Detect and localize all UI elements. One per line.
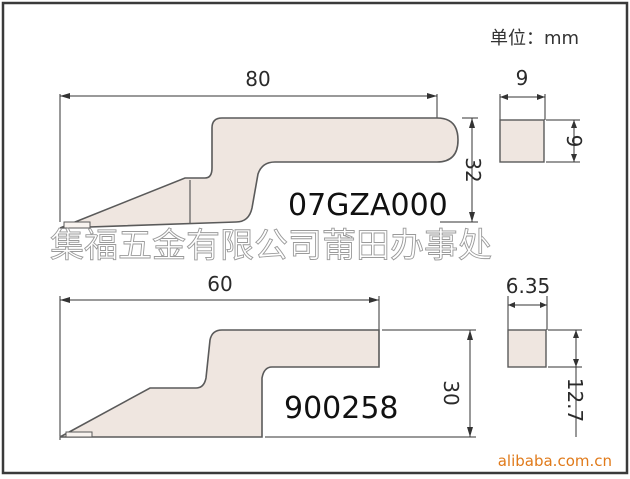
blade-1-section-arrow-top: [571, 120, 577, 128]
blade-2-section-arrow-bottom: [573, 359, 579, 367]
blade-2-code: 900258: [284, 391, 399, 426]
watermark: 集福五金有限公司莆田办事处: [50, 226, 492, 266]
blade-1-code: 07GZA000: [288, 188, 448, 223]
blade-1: 80 07GZA000 32 9 9: [59, 66, 586, 229]
blade-1-height-value: 32: [461, 157, 485, 182]
blade-2-length-arrow-right: [369, 297, 379, 303]
blade-1-tip: [63, 221, 91, 229]
blade-2-section-arrow-top: [573, 330, 579, 338]
blade-2-section-height-value: 12.7: [563, 378, 587, 423]
blade-2-tip: [65, 431, 93, 438]
blade-2-length-value: 60: [207, 272, 232, 296]
blade-2-body: [59, 329, 380, 438]
blade-2-width-arrow-right: [540, 302, 547, 308]
blade-2-height-value: 30: [439, 380, 463, 405]
blade-1-body: [59, 117, 459, 229]
blade-1-width-arrow-right: [537, 94, 545, 100]
blade-1-section-width-value: 9: [516, 66, 529, 90]
blade-2-length-arrow-left: [60, 297, 70, 303]
blade-2-height-arrow-bottom: [467, 427, 473, 437]
blade-1-length-arrow-left: [60, 93, 70, 99]
blade-1-height-arrow-bottom: [469, 212, 475, 222]
blade-1-height-arrow-top: [469, 118, 475, 128]
blade-2-width-arrow-left: [508, 302, 515, 308]
blade-1-length-arrow-right: [427, 93, 437, 99]
blade-1-section-arrow-bottom: [571, 154, 577, 162]
blade-2-section: [507, 329, 547, 368]
blade-1-length-value: 80: [245, 67, 270, 91]
unit-label: 单位：mm: [490, 28, 579, 49]
blade-1-section-height-value: 9: [562, 135, 586, 148]
blade-2-section-width-value: 6.35: [506, 274, 551, 298]
blade-2: 60 900258 30 6.35 12.7: [59, 272, 587, 440]
blade-1-width-arrow-left: [500, 94, 508, 100]
blade-1-section: [499, 119, 545, 163]
site-label: alibaba.com.cn: [498, 452, 612, 470]
blade-2-height-arrow-top: [467, 330, 473, 340]
